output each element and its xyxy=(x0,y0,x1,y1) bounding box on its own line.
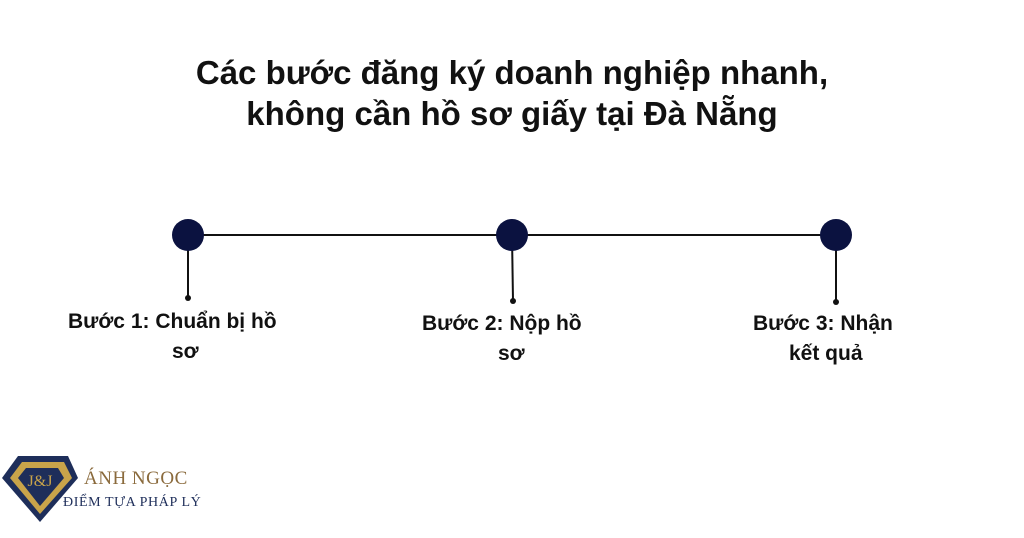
step-3-label-line-1: Bước 3: Nhận xyxy=(753,312,893,335)
svg-text:J&J: J&J xyxy=(28,473,53,490)
step-3-label: Bước 3: Nhận kết quả xyxy=(753,309,893,369)
step-2-node xyxy=(496,219,528,251)
step-3-node xyxy=(820,219,852,251)
step-3-connector-dot xyxy=(833,299,839,305)
step-1-label-line-2: sơ xyxy=(172,340,199,363)
step-2-label-line-1: Bước 2: Nộp hồ xyxy=(422,312,582,335)
title-line-1: Các bước đăng ký doanh nghiệp nhanh, xyxy=(195,54,829,91)
step-3-label-line-2: kết quả xyxy=(789,342,863,365)
step-1-connector-dot xyxy=(185,295,191,301)
logo-tagline: ĐIỂM TỰA PHÁP LÝ xyxy=(63,495,202,510)
step-1-node xyxy=(172,219,204,251)
step-1-label: Bước 1: Chuẩn bị hồ sơ xyxy=(68,307,277,367)
logo-mark: J&J xyxy=(2,456,78,522)
logo-name: ÁNH NGỌC xyxy=(84,468,188,489)
title-line-2: không cần hồ sơ giấy tại Đà Nẵng xyxy=(246,95,778,132)
step-1-label-line-1: Bước 1: Chuẩn bị hồ xyxy=(68,310,277,333)
step-2-label-line-2: sơ xyxy=(498,342,525,365)
logo: J&J xyxy=(2,456,78,522)
step-2-connector-dot xyxy=(510,298,516,304)
page-title: Các bước đăng ký doanh nghiệp nhanh, khô… xyxy=(0,52,1024,134)
step-2-label: Bước 2: Nộp hồ sơ xyxy=(422,309,582,369)
